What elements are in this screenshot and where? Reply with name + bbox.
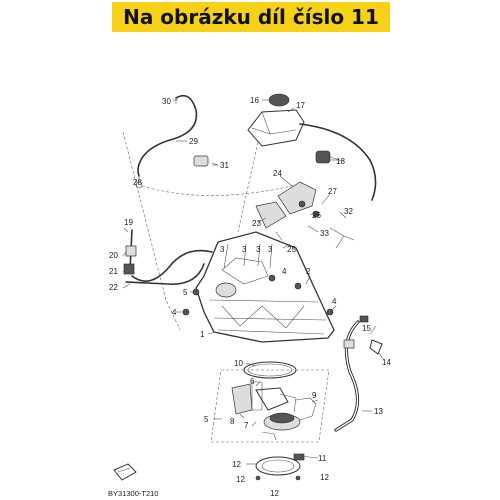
part-label-5a: 5 [183, 288, 188, 297]
reference-line-b [237, 141, 259, 233]
front-arrow-icon [113, 463, 137, 481]
part-label-25: 25 [287, 245, 296, 254]
reference-line-c [122, 131, 181, 331]
part-label-27: 27 [328, 187, 337, 196]
part-label-23: 23 [252, 219, 261, 228]
part-label-12c: 12 [236, 475, 245, 484]
damper-bracket [255, 201, 287, 241]
title-banner: Na obrázku díl číslo 11 [112, 2, 390, 32]
fuel-hose [334, 315, 383, 432]
part-label-7: 7 [244, 421, 249, 430]
fuel-pipe [123, 229, 213, 285]
part-label-30: 30 [162, 97, 171, 106]
part-label-13: 13 [374, 407, 383, 416]
part-label-4a: 4 [282, 267, 287, 276]
banner-text: Na obrázku díl číslo 11 [123, 5, 379, 29]
part-label-24: 24 [273, 169, 282, 178]
part-label-1: 1 [200, 330, 205, 339]
fuel-tank [182, 231, 335, 343]
tank-bracket [277, 181, 355, 249]
part-label-28: 28 [133, 178, 142, 187]
part-label-18: 18 [336, 157, 345, 166]
part-label-10: 10 [234, 359, 243, 368]
reference-line-a [141, 183, 301, 196]
part-label-4b: 4 [172, 308, 177, 317]
part-label-12d: 12 [270, 489, 279, 498]
part-label-31: 31 [220, 161, 229, 170]
grommet [315, 150, 343, 164]
part-label-5b: 5 [204, 415, 209, 424]
part-label-4c: 4 [332, 297, 337, 306]
part-label-2: 2 [306, 267, 311, 276]
breather-hose [135, 94, 198, 189]
part-label-33: 33 [320, 229, 329, 238]
part-label-11: 11 [318, 454, 327, 463]
part-label-22: 22 [109, 283, 118, 292]
part-label-15: 15 [362, 324, 371, 333]
part-label-3a: 3 [220, 245, 225, 254]
part-label-8: 8 [230, 417, 235, 426]
overflow-hose [299, 123, 377, 201]
part-label-3d: 3 [268, 245, 273, 254]
part-label-3c: 3 [256, 245, 261, 254]
part-label-21: 21 [109, 267, 118, 276]
part-label-19: 19 [124, 218, 133, 227]
part-label-20: 20 [109, 251, 118, 260]
part-label-29: 29 [189, 137, 198, 146]
part-label-17: 17 [296, 101, 305, 110]
part-label-12a: 12 [232, 460, 241, 469]
fuel-pump-box [210, 369, 330, 443]
filler-cap-assembly [247, 93, 305, 147]
part-label-26: 26 [312, 211, 321, 220]
hose-clip [193, 155, 219, 167]
part-label-12b: 12 [320, 473, 329, 482]
part-label-3b: 3 [242, 245, 247, 254]
part-label-32: 32 [344, 207, 353, 216]
leader-lines [122, 99, 385, 465]
diagram-code: BY31300-T210 [108, 489, 158, 498]
part-label-9: 9 [312, 391, 317, 400]
part-label-6: 6 [250, 377, 255, 386]
part-label-14: 14 [382, 358, 391, 367]
pump-flange [255, 453, 305, 481]
part-label-16: 16 [250, 96, 259, 105]
